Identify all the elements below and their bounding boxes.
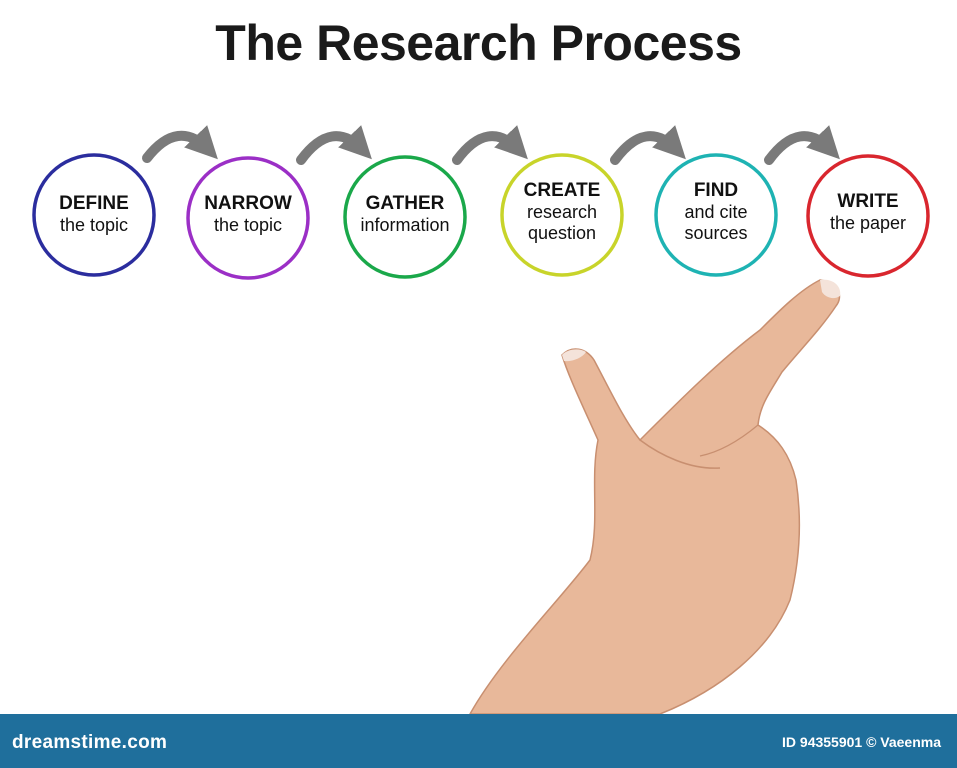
step-circle-find (654, 153, 778, 277)
connector-arrow-3 (452, 125, 528, 165)
step-write-heading: WRITE (837, 191, 899, 212)
step-narrow-heading: NARROW (204, 193, 292, 214)
step-circle-write (806, 154, 930, 278)
connector-arrow-5 (764, 125, 840, 165)
step-narrow-text: the topic (213, 214, 283, 235)
step-gather: GATHER information (343, 193, 467, 236)
step-circle-narrow (186, 156, 310, 280)
footer-bar: dreamstime.com ID 94355901 © Vaeenma (0, 714, 957, 768)
brand-logo[interactable]: dreamstime.com (12, 732, 168, 753)
step-write: WRITE the paper (806, 191, 930, 234)
diagram-title: The Research Process (215, 15, 742, 71)
step-find-text-1: and cite (684, 201, 748, 222)
step-circle-gather (343, 155, 467, 279)
step-narrow: NARROW the topic (186, 193, 310, 236)
step-find-text-2: sources (684, 222, 748, 243)
step-define-text: the topic (59, 214, 129, 235)
step-create-heading: CREATE (523, 180, 601, 201)
step-find: FIND and cite sources (654, 180, 778, 243)
step-create: CREATE research question (500, 180, 624, 243)
connector-arrow-2 (296, 125, 372, 165)
step-define: DEFINE the topic (32, 193, 156, 236)
step-circle-define (32, 153, 156, 277)
step-create-text-2: question (527, 222, 597, 243)
connector-arrow-1 (142, 125, 218, 163)
step-create-text-1: research (526, 201, 598, 222)
step-find-heading: FIND (693, 180, 739, 201)
connector-arrow-4 (610, 125, 686, 165)
pointing-hand-image (469, 279, 841, 714)
step-circle-create (500, 153, 624, 277)
step-define-heading: DEFINE (59, 193, 129, 214)
image-credit: ID 94355901 © Vaeenma (782, 734, 941, 750)
step-write-text: the paper (829, 212, 907, 233)
step-gather-heading: GATHER (365, 193, 445, 214)
process-diagram (32, 125, 930, 714)
step-gather-text: information (360, 214, 450, 235)
